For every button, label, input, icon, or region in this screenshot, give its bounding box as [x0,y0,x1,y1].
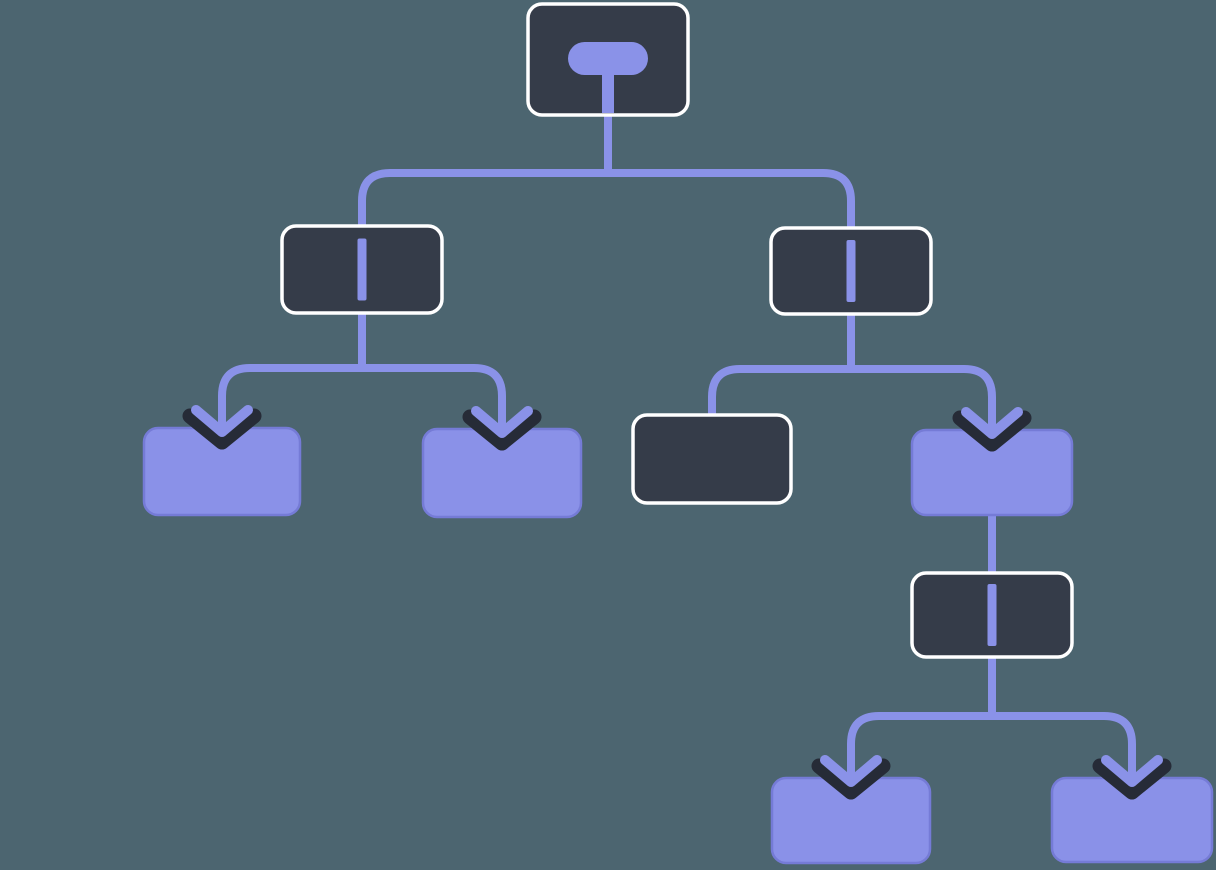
branch-node-left[interactable] [280,224,444,315]
edges-layer [218,111,1136,784]
vertical-bar-icon [987,584,997,646]
node-body[interactable] [631,413,793,505]
arrowhead-icon [462,406,542,451]
root-pill-shape [568,42,648,75]
arrow-shadow-chevron [1092,758,1172,800]
arrow-shadow-chevron [811,758,891,800]
vertical-bar-icon [846,240,856,302]
branch-node-bottom[interactable] [910,571,1074,659]
edge-left-branch [218,364,506,434]
edge-bottom-branch [847,712,1136,784]
arrow-head-chevron [820,755,882,787]
arrow-shadow-chevron [182,408,262,450]
vertical-bar-icon [357,238,367,301]
branch-node-right[interactable] [769,226,933,316]
nodes-layer [142,2,1214,865]
arrowhead-icon [1092,755,1172,800]
root-pill-icon [568,42,648,113]
arrow-head-chevron [1101,755,1163,787]
arrow-shadow-chevron [462,409,542,451]
arrow-head-chevron [191,405,253,437]
edge-right-branch [708,365,996,436]
arrow-head-chevron [471,406,533,438]
root-pill-stem [602,70,614,113]
arrow-head-chevron [961,407,1023,439]
edge-level1-branch [358,169,855,232]
arrow-shadow-chevron [952,410,1032,452]
arrowheads-layer [182,405,1172,800]
arrowhead-icon [182,405,262,450]
arrowhead-icon [811,755,891,800]
root-node[interactable] [526,2,690,117]
plain-dark-node[interactable] [631,413,793,505]
arrowhead-icon [952,407,1032,452]
